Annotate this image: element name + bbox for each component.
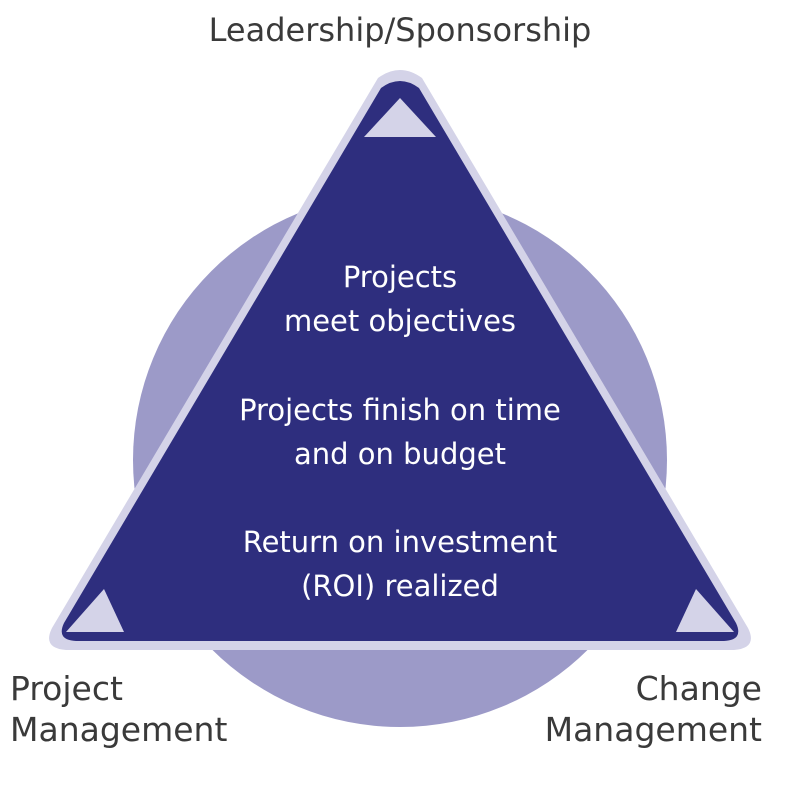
outcome-time-budget-line-1: Projects finish on time [239, 393, 561, 427]
triangle [61, 81, 739, 641]
change-management-line-2: Management [544, 710, 762, 749]
outcome-objectives-line-2: meet objectives [283, 304, 517, 338]
leadership-sponsorship-label: Leadership/Sponsorship [0, 10, 800, 51]
outcome-objectives: Projects meet objectives [150, 255, 650, 343]
bottom-left-corner-marker [66, 589, 124, 632]
project-management-line-2: Management [10, 710, 228, 749]
leadership-sponsorship-text: Leadership/Sponsorship [208, 11, 592, 49]
change-management-label: Change Management [545, 668, 762, 750]
outcome-roi: Return on investment (ROI) realized [150, 520, 650, 608]
outcome-time-budget-line-2: and on budget [294, 437, 506, 471]
project-management-label: Project Management [10, 668, 227, 750]
bottom-right-corner-marker [676, 589, 734, 632]
outcome-roi-line-2: (ROI) realized [301, 569, 499, 603]
outcome-roi-line-1: Return on investment [242, 525, 558, 559]
change-management-line-1: Change [635, 669, 762, 708]
project-management-line-1: Project [10, 669, 123, 708]
outcome-objectives-line-1: Projects [342, 260, 458, 294]
top-corner-marker [364, 98, 436, 137]
outcome-time-budget: Projects finish on time and on budget [150, 388, 650, 476]
